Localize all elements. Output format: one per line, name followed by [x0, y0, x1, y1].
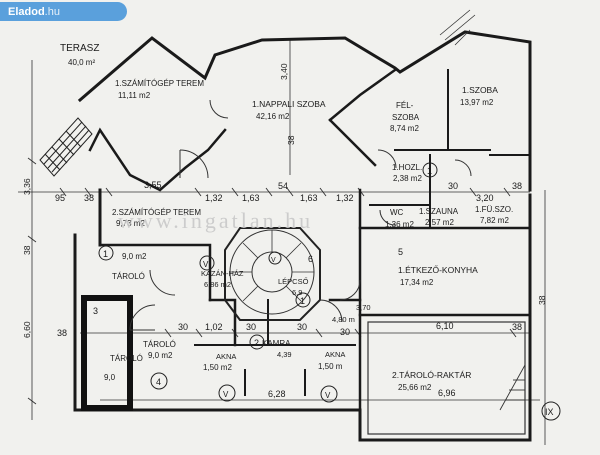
room-felszoba-area: 8,74 m2 — [390, 124, 419, 133]
dim-132-b: 1,32 — [336, 193, 354, 203]
marker-5: 5 — [398, 247, 403, 257]
room-etkezo-area: 17,34 m2 — [400, 278, 434, 287]
dim-95: 95 — [55, 193, 65, 203]
room-szauna-area: 2,57 m2 — [425, 218, 454, 227]
marker-4: 4 — [156, 377, 161, 387]
room-wc-area: 1,36 m2 — [385, 220, 414, 229]
room-akna1-area: 1,50 m2 — [203, 363, 232, 372]
room-furdo-name: 1.FÜ.SZO. — [475, 205, 513, 214]
dim-38-side: 38 — [22, 245, 32, 255]
room-nappali-name: 1.NAPPALI SZOBA — [252, 99, 326, 109]
axis-marker-v4: V — [271, 257, 276, 264]
room-tarolo1-area: 9,0 m2 — [122, 252, 147, 261]
room-tarolo3-area: 9,0 — [104, 373, 116, 382]
room-tarolo-raktar-area: 25,66 m2 — [398, 383, 432, 392]
marker-6: 6 — [308, 254, 313, 264]
dim-370: 3,70 — [356, 303, 371, 312]
room-terasz-name: TERASZ — [60, 43, 99, 54]
room-felszoba-line2: SZOBA — [392, 113, 420, 122]
terrace-stairs — [39, 117, 93, 177]
dim-54: 54 — [278, 181, 288, 191]
room-tarolo2-name: TÁROLÓ — [143, 340, 176, 349]
room-kamra-name: KAMRA — [262, 339, 291, 348]
dim-38-br: 38 — [512, 322, 522, 332]
dim-132-a: 1,32 — [205, 193, 223, 203]
dim-660: 6,60 — [22, 321, 32, 338]
room-akna2-area: 1,50 m — [318, 362, 343, 371]
dim-610: 6,10 — [436, 321, 454, 331]
dim-355: 3,55 — [144, 180, 162, 190]
room-wc-name: WC — [390, 208, 404, 217]
markers: 1 1 1 2 3 4 5 6 V V V V IX — [93, 162, 561, 421]
dim-30-b: 30 — [246, 322, 256, 332]
dim-163-a: 1,63 — [242, 193, 260, 203]
dim-38-top: 38 — [286, 135, 296, 145]
dim-30-c: 30 — [297, 322, 307, 332]
dim-38-bottom: 38 — [537, 295, 547, 305]
top-right-hatch — [439, 9, 476, 46]
marker-1-left: 1 — [103, 249, 108, 259]
dim-30-top: 30 — [448, 181, 458, 191]
room-akna1-name: AKNA — [216, 352, 236, 361]
room-nappali-area: 42,16 m2 — [256, 112, 290, 121]
room-lepcso-area: 6,9 — [292, 288, 302, 297]
dim-336: 3,36 — [22, 178, 32, 195]
dim-340: 3,40 — [279, 63, 289, 80]
dim-696: 6,96 — [438, 388, 456, 398]
room-szauna-name: 1.SZAUNA — [419, 207, 459, 216]
dimension-lines — [18, 40, 546, 445]
dim-38-mid: 38 — [57, 328, 67, 338]
room-akna2-name: AKNA — [325, 350, 345, 359]
room-szamitogep1-name: 1.SZÁMÍTÓGÉP TEREM — [115, 79, 204, 88]
room-tarolo2-area: 9,0 m2 — [148, 351, 173, 360]
room-szoba-area: 13,97 m2 — [460, 98, 494, 107]
dim-30-mid: 30 — [178, 322, 188, 332]
room-lepcso-name: LÉPCSŐ — [278, 277, 309, 286]
dim-30-d: 30 — [340, 327, 350, 337]
door-swings — [129, 99, 472, 331]
axis-marker-v1: V — [203, 260, 209, 269]
dim-163-b: 1,63 — [300, 193, 318, 203]
site-badge-tld: .hu — [44, 5, 60, 18]
corner-stair — [499, 363, 526, 411]
room-felszoba-line1: FÉL- — [396, 101, 414, 110]
axis-marker-v2: V — [223, 390, 229, 399]
dim-628: 6,28 — [268, 389, 286, 399]
site-badge-brand: Eladod — [8, 5, 45, 18]
room-szoba-name: 1.SZOBA — [462, 85, 498, 95]
dimension-labels: 3,40 38 3,36 95 38 3,55 1,32 1,63 54 1,6… — [22, 63, 547, 399]
room-furdo-area: 7,82 m2 — [480, 216, 509, 225]
walls — [73, 30, 532, 442]
room-kazan-name: KAZÁN-HÁZ — [201, 269, 244, 278]
room-kazan-area: 6,86 m2 — [204, 280, 231, 289]
room-terasz-area: 40,0 m² — [68, 58, 95, 67]
room-tarolo1-name: TÁROLÓ — [112, 272, 145, 281]
marker-1-center: 1 — [300, 296, 305, 306]
site-badge[interactable]: Eladod.hu — [0, 2, 127, 21]
marker-2: 2 — [254, 338, 259, 348]
watermark-text: www.ingatlan.hu — [118, 208, 314, 233]
room-kamra-area: 4,39 — [277, 350, 292, 359]
dim-102: 1,02 — [205, 322, 223, 332]
spiral-staircase — [224, 227, 321, 321]
room-hozl-area: 2,38 m2 — [393, 174, 422, 183]
room-hozl-name: 1.HOZL. — [392, 163, 422, 172]
marker-1-right: 1 — [427, 166, 432, 176]
room-hall-area: 4,80 m — [332, 315, 355, 324]
room-etkezo-name: 1.ÉTKEZŐ-KONYHA — [398, 265, 478, 275]
marker-3: 3 — [93, 306, 98, 316]
dim-38-left: 38 — [84, 193, 94, 203]
room-labels: TERASZ 40,0 m² 1.SZÁMÍTÓGÉP TEREM 11,11 … — [60, 43, 513, 392]
dim-320: 3,20 — [476, 193, 494, 203]
room-szamitogep2-area: 9,73 m2 — [116, 219, 145, 228]
storage-black-outline — [81, 295, 133, 411]
axis-marker-v3: V — [325, 391, 331, 400]
room-tarolo-raktar-name: 2.TÁROLÓ-RAKTÁR — [392, 370, 471, 380]
room-szamitogep1-area: 11,11 m2 — [118, 91, 151, 100]
room-tarolo3-name: TÁROLÓ — [110, 354, 143, 363]
dim-38-right: 38 — [512, 181, 522, 191]
axis-marker-ix: IX — [545, 407, 554, 417]
room-szamitogep2-name: 2.SZÁMÍTÓGÉP TEREM — [112, 208, 201, 217]
